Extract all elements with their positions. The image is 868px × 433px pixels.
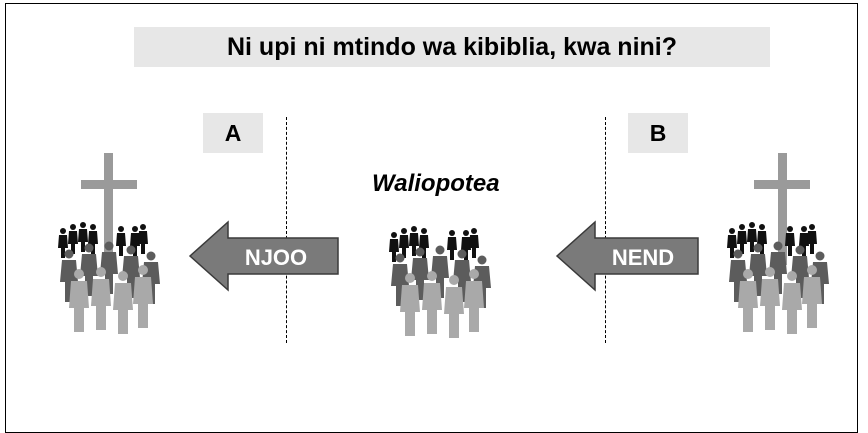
lost-people-label: Waliopotea: [372, 170, 500, 197]
go-arrow: NEND: [555, 220, 699, 292]
right-cross-icon: [754, 153, 810, 265]
come-arrow: NJOO: [188, 220, 339, 292]
slide-title: Ni upi ni mtindo wa kibiblia, kwa nini?: [226, 33, 678, 61]
option-b-label: B: [628, 113, 688, 153]
come-arrow-text: NJOO: [245, 245, 307, 270]
go-arrow-text: NEND: [612, 245, 674, 270]
title-panel: [134, 27, 770, 67]
left-cross-icon: [81, 153, 137, 265]
diagram-graphics: NJOO NEND: [0, 153, 868, 422]
divider-right: [605, 117, 606, 343]
lost-people-crowd: [389, 226, 491, 338]
option-a-label: A: [203, 113, 263, 153]
divider-left: [286, 117, 287, 343]
